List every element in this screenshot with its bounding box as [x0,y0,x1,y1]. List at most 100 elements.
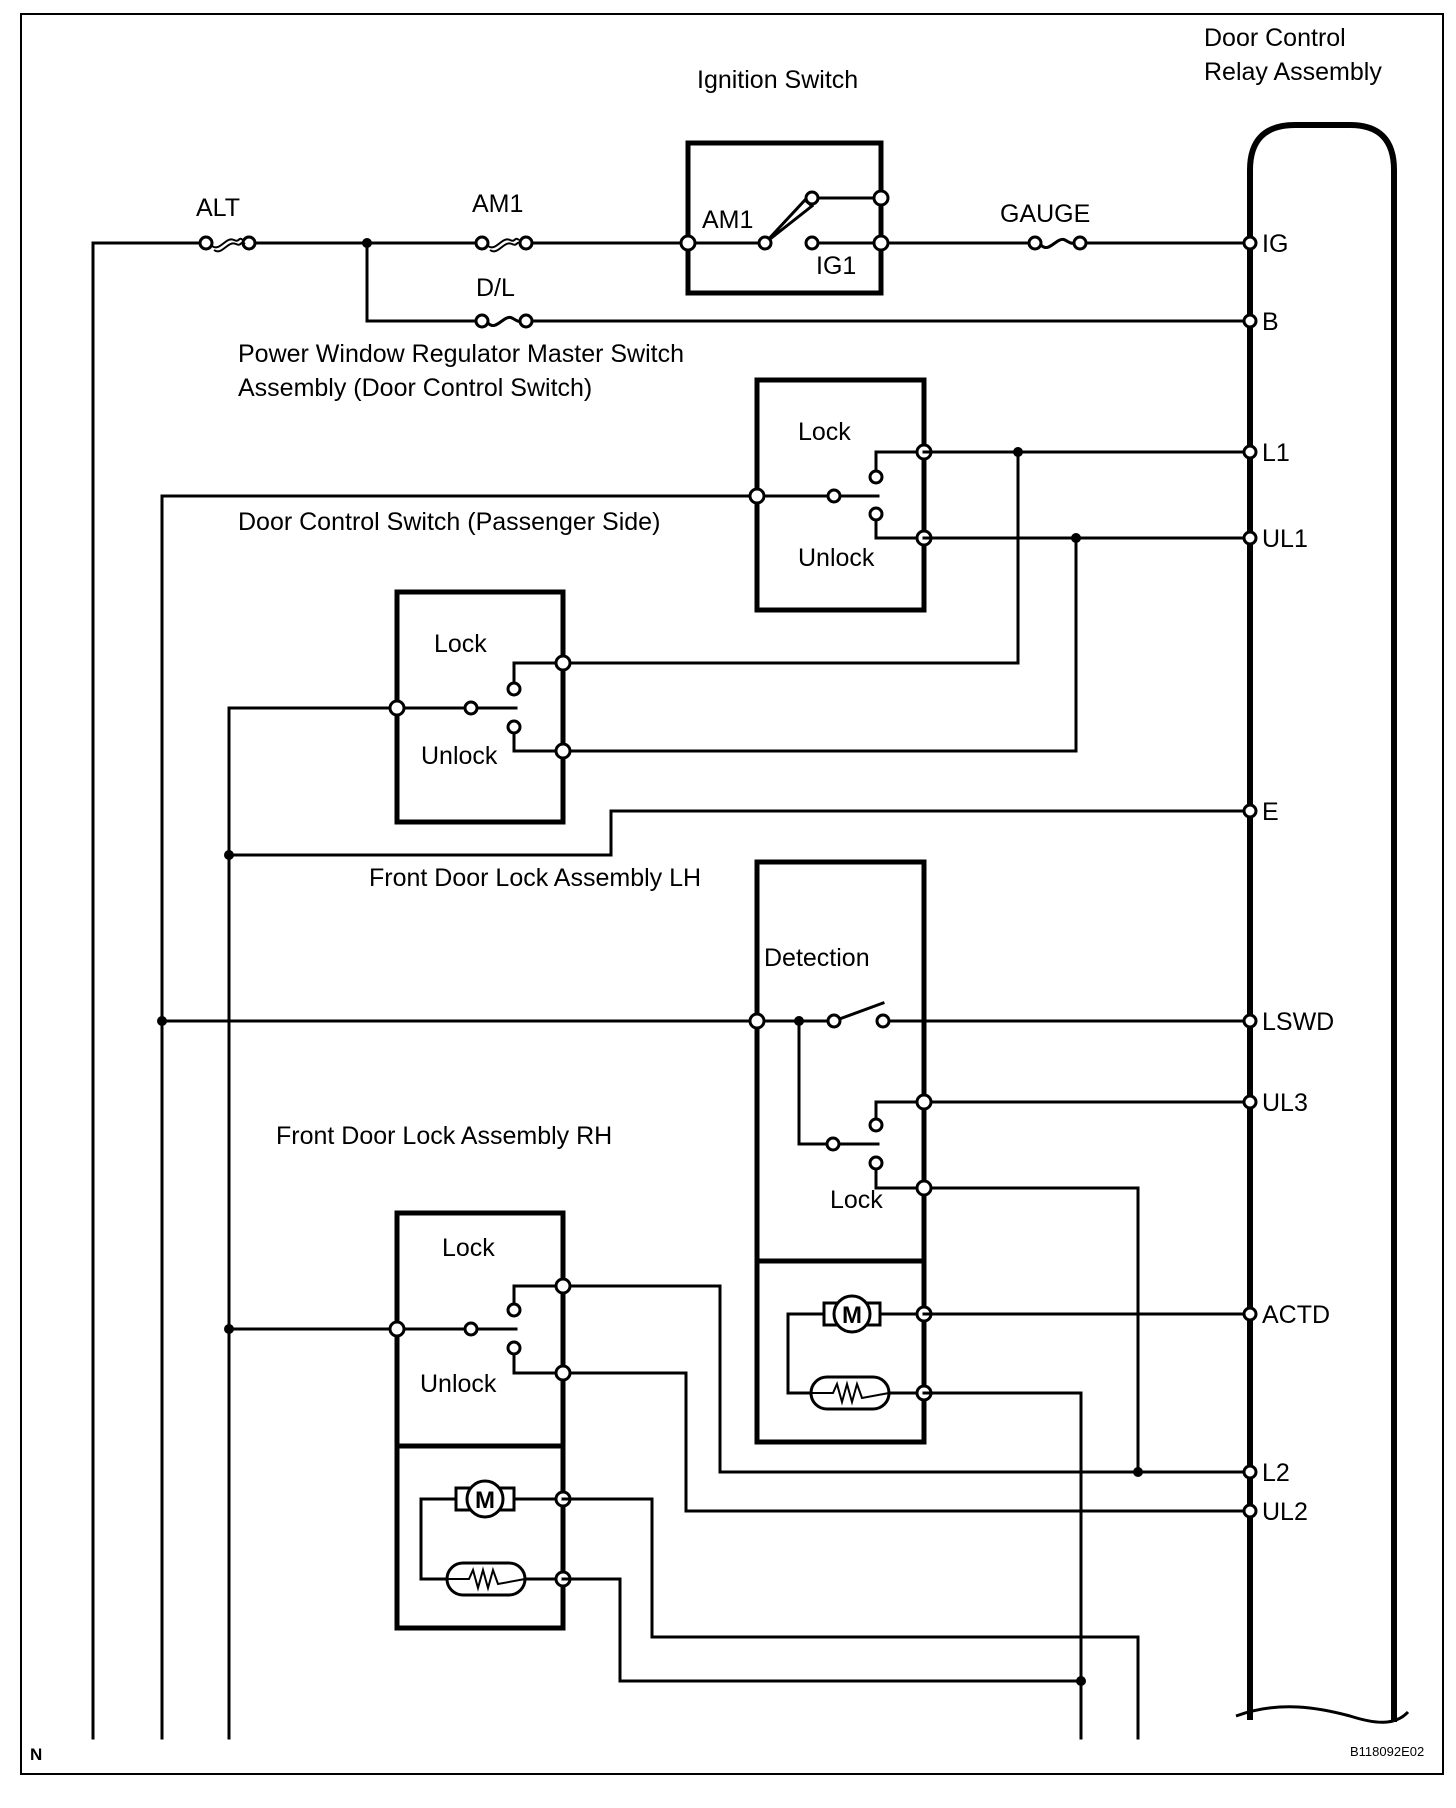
terminal-icon [463,700,479,716]
front-door-lock-lh: Front Door Lock Assembly LH Detection Lo… [157,859,1252,1740]
lh-ul3-contact-wire [874,1100,926,1127]
front-door-lock-rh: Front Door Lock Assembly RH Lock Unlock … [224,1122,1252,1740]
relay-pin-l1: L1 [1262,439,1290,467]
ignition-switch-title: Ignition Switch [697,66,858,94]
relay-title-2: Relay Assembly [1204,58,1382,86]
terminal-icon [388,1320,406,1338]
relay-pin-actd-terminal-icon [1242,1306,1258,1322]
rh-motor-loop [419,1497,462,1581]
relay-pin-ul1: UL1 [1262,525,1308,553]
terminal-icon [506,1302,522,1318]
rh-unlock-contact-wire [512,1346,565,1375]
wire-lh-ptc-down [922,1391,1083,1740]
wire-left-b [160,494,759,1740]
rh-lock-box [394,1210,566,1631]
terminal-icon [825,1136,841,1152]
lh-lock-title: Front Door Lock Assembly LH [369,864,701,892]
frame-border [20,13,1444,1775]
passenger-switch-title: Door Control Switch (Passenger Side) [238,508,660,536]
rh-motor-icon: M [454,1479,516,1519]
terminal-icon [748,1012,766,1030]
wire-dl-branch [365,241,480,323]
passenger-unlock-label: Unlock [421,742,498,770]
relay-pin-e-terminal-icon [1242,803,1258,819]
relay-pin-b: B [1262,308,1279,336]
lh-motor-icon: M [822,1294,882,1334]
relay-pin-ig: IG [1262,230,1288,258]
gauge-fuse-label: GAUGE [1000,200,1090,228]
relay-pin-ig-terminal-icon [1242,235,1258,251]
detection-blade [832,1001,885,1023]
passenger-unlock-contact-wire [512,725,565,753]
master-switch-title-2: Assembly (Door Control Switch) [238,374,592,402]
svg-text:M: M [842,1302,862,1329]
terminal-icon [506,719,522,735]
terminal-icon [679,234,697,252]
terminal-icon [868,469,884,485]
terminal-icon [757,235,773,251]
door-control-relay-assembly: Door Control Relay Assembly [1204,24,1410,1724]
lh-lower-blade [797,1019,880,1146]
ignition-switch-box [685,140,884,296]
master-lock-label: Lock [798,418,851,446]
relay-pin-e: E [1262,798,1279,826]
rh-lock-title: Front Door Lock Assembly RH [276,1122,612,1150]
terminal-icon [915,1179,933,1197]
relay-pin-l1-terminal-icon [1242,444,1258,460]
passenger-lock-contact-wire [512,661,565,691]
terminal-icon [748,487,766,505]
master-switch-assembly: Power Window Regulator Master Switch Ass… [160,340,1252,1740]
lh-motor-loop [786,1312,834,1395]
relay-break-line [1235,1705,1410,1724]
ignition-ig1-label: IG1 [816,252,856,280]
wire-left-c [227,706,399,1740]
rh-unlock-label: Unlock [420,1370,497,1398]
relay-pin-b-terminal-icon [1242,313,1258,329]
relay-pin-l2: L2 [1262,1459,1290,1487]
relay-pin-ul2: UL2 [1262,1498,1308,1526]
terminal-icon [554,654,572,672]
terminal-icon [868,506,884,522]
svg-text:M: M [475,1487,495,1514]
lh-ptc-icon [809,1375,891,1411]
rh-ptc-icon [445,1561,527,1597]
relay-pin-lswd: LSWD [1262,1008,1334,1036]
alt-fuse-icon [198,235,257,253]
ignition-switch: Ignition Switch AM1 IG1 [679,66,890,296]
terminal-icon [506,681,522,697]
terminal-icon [826,488,842,504]
terminal-icon [868,1117,884,1133]
alt-fuse-label: ALT [196,194,240,222]
am1-fuse-icon [474,235,534,253]
lh-lock-box [754,859,927,1445]
wire-ul1-to-passenger [561,536,1078,753]
terminal-icon [872,234,890,252]
junction-dot [224,850,234,860]
relay-pin-actd: ACTD [1262,1301,1330,1329]
terminal-icon [868,1155,884,1171]
wire-l2 [561,1284,1252,1474]
terminal-icon [554,1364,572,1382]
lh-detection-label: Detection [764,944,870,972]
wire-l1-to-passenger [561,450,1020,665]
relay-outline [1247,122,1397,1722]
terminal-icon [554,742,572,760]
wire-ul2 [561,1371,1252,1513]
rh-lock-label: Lock [442,1234,495,1262]
relay-pin-lswd-terminal-icon [1242,1013,1258,1029]
relay-pin-ul1-terminal-icon [1242,530,1258,546]
passenger-lock-label: Lock [434,630,487,658]
dl-fuse-label: D/L [476,274,515,302]
master-switch-title-1: Power Window Regulator Master Switch [238,340,684,368]
terminal-icon [804,190,820,206]
junction-dot [224,1324,234,1334]
junction-dot [1076,1676,1086,1686]
terminal-icon [915,1093,933,1111]
ignition-blade [763,197,815,245]
terminal-icon [506,1340,522,1356]
figure-id: B118092E02 [1350,1744,1424,1759]
wire-lh-lock-to-l2 [922,1186,1140,1474]
rh-lock-contact-wire [512,1284,565,1312]
terminal-icon [554,1277,572,1295]
terminal-icon [826,1013,842,1029]
